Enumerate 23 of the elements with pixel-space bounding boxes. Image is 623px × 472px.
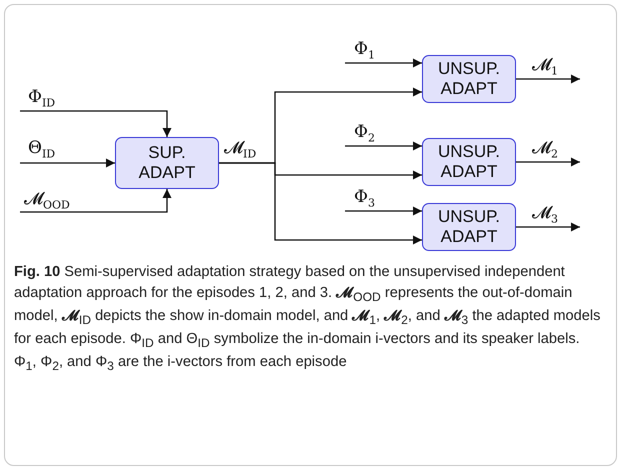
edge-label: 𝓜$_{ID}$ bbox=[222, 139, 258, 160]
arrow bbox=[20, 110, 172, 137]
edge-label: Φ$_{ID}$ bbox=[26, 88, 58, 110]
arrow bbox=[219, 162, 422, 245]
process-box: UNSUP. ADAPT bbox=[422, 55, 516, 103]
arrow bbox=[345, 206, 422, 216]
edge-label: 𝓜$_{2}$ bbox=[530, 139, 560, 160]
edge-label: Φ$_{2}$ bbox=[352, 123, 377, 144]
arrow bbox=[516, 74, 580, 84]
figure-caption: Fig. 10 Semi-supervised adaptation strategy based on the unsupervised independent adaptation approach for the episodes 1, 2, and 3. 𝓜$_{OOD}$ represents the out-of-domain model, 𝓜$_{ID}$ depicts the show in-domain model, and 𝓜$_{1}$, 𝓜$_{2}$, and 𝓜$_{3}$ the adapted models for each episode. Φ$_{ID}$ and Θ$_{ID}$ symbolize the in-domain i-vectors and its speaker labels. Φ$_{1}$, Φ$_{2}$, and Φ$_{3}$ are the i-vectors from each episode bbox=[14, 263, 602, 376]
edge-label: Θ$_{ID}$ bbox=[26, 139, 58, 160]
edge-label: 𝓜$_{OOD}$ bbox=[22, 190, 72, 212]
edge-label: 𝓜$_{3}$ bbox=[530, 204, 560, 226]
arrow bbox=[20, 158, 115, 168]
edge-label: Φ$_{3}$ bbox=[352, 188, 377, 210]
arrow bbox=[516, 157, 580, 167]
arrow bbox=[345, 141, 422, 151]
process-box: UNSUP. ADAPT bbox=[422, 138, 516, 186]
process-box: SUP. ADAPT bbox=[115, 137, 219, 189]
arrow bbox=[20, 189, 172, 213]
arrow bbox=[345, 58, 422, 68]
arrow bbox=[516, 222, 580, 232]
process-box: UNSUP. ADAPT bbox=[422, 203, 516, 251]
